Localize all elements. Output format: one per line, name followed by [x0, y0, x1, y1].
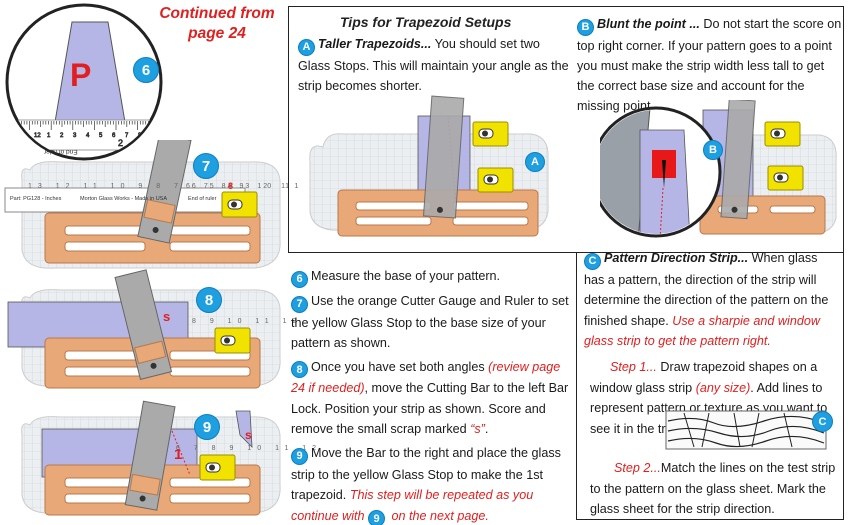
tip-a-text: You should set two Glass Stops. This wil…: [298, 37, 569, 93]
figure-9-badge: 9: [194, 414, 220, 440]
tip-a-figure-badge: A: [525, 152, 545, 172]
step-6-text: Measure the base of your pattern.: [311, 269, 501, 283]
step-6-badge: 6: [291, 270, 308, 288]
step-7-text: Use the orange Cutter Gauge and Ruler to…: [291, 293, 569, 350]
ruler-number: 6: [112, 133, 116, 139]
step-9-red-note: This step will be repeated as you contin…: [291, 488, 534, 523]
ruler-number: 2: [60, 133, 64, 139]
figure-8-badge: 8: [196, 287, 222, 313]
figure-9-setup: [21, 400, 281, 516]
tip-c-step2-text: Match the lines on the test strip to the…: [590, 461, 836, 516]
tip-c-text: When glass has a pattern, the direction …: [584, 251, 829, 328]
continued-note: Continued from page 24: [152, 4, 282, 44]
step-8-text-b: , move the Cutting Bar to the left Bar L…: [291, 381, 569, 437]
step-9-badge: 9: [291, 447, 308, 465]
fig7-scale-right: 6 7 8 9 10 11 12 13 1: [186, 183, 378, 190]
ruler-number: 9: [151, 133, 155, 139]
tip-b-heading: Blunt the point ...: [597, 17, 700, 31]
fig7-scale-left: 13 12 11 10 9 8 7 6 5 4 3 2 1: [28, 183, 292, 190]
ruler-number: 10: [8, 133, 15, 139]
figure-7-badge: 7: [193, 153, 219, 179]
step-8-badge: 8: [291, 361, 308, 379]
ruler-number: 4: [86, 133, 90, 139]
pattern-direction-frame: [576, 252, 844, 520]
tip-a-badge: A: [298, 38, 315, 56]
tip-c-step2: Step 2...Match the lines on the test str…: [590, 458, 840, 520]
shape-letter-p: P: [70, 57, 92, 93]
ruler-number: 7: [125, 133, 129, 139]
figure-6-magnifier: 1011121234567892: [5, 3, 163, 161]
fig7-ruler-text-left: Part: PG128 - Inches: [10, 196, 62, 202]
tip-b-badge: B: [577, 18, 594, 36]
figure-7-setup: [4, 140, 281, 269]
ruler-number: 3: [73, 133, 77, 139]
tip-b-figure: [600, 100, 837, 238]
step-8-review-ref: (review page 24 if needed): [291, 359, 561, 396]
tip-b-text: Do not start the score on top right corn…: [577, 17, 842, 113]
fig8-scrap-mark: s: [163, 309, 171, 324]
step-7-badge: 7: [291, 295, 308, 313]
step-8-text-a: Once you have set both angles: [311, 359, 489, 374]
continued-line2: page 24: [188, 25, 246, 42]
tip-c-badge: C: [584, 252, 601, 270]
continued-line1: Continued from: [159, 5, 275, 22]
fig9-piece-number: 1: [174, 446, 183, 463]
step-9-text-a: Move the Bar to the right and place the …: [291, 445, 561, 502]
figure-8-setup: [7, 269, 281, 389]
tip-c-step1-label: Step 1...: [610, 360, 657, 374]
pattern-strip-badge: C: [812, 411, 833, 432]
figure-6-badge: 6: [133, 57, 159, 83]
ruler-number: 1: [47, 133, 51, 139]
tips-frame: [288, 6, 844, 253]
step-9-inline-badge: 9: [368, 510, 386, 525]
tip-c-red-note: Use a sharpie and window glass strip to …: [584, 313, 820, 349]
ruler-inch-number: 2: [118, 138, 123, 148]
fig7-red-number: 8: [228, 181, 234, 191]
fig9-scale: 6 7 8 9 10 11 12: [176, 445, 323, 452]
ruler-number: 12: [34, 133, 41, 139]
tip-c-step1-red: (any size): [695, 380, 751, 395]
pattern-strip-figure: [665, 410, 827, 450]
tips-title: Tips for Trapezoid Setups: [340, 14, 512, 30]
tip-c-heading: Pattern Direction Strip...: [604, 251, 749, 265]
fig9-scrap-mark: s: [245, 428, 252, 442]
step-8-text-c: .: [484, 422, 489, 437]
ruler-number: 5: [99, 133, 103, 139]
tip-c-step2-label: Step 2...: [614, 461, 661, 475]
step-8-scrap-s: “s”: [470, 422, 485, 437]
tip-a-heading: Taller Trapezoids...: [318, 37, 432, 51]
step-9-red-end: on the next page.: [388, 508, 489, 523]
tip-c-step1-text-a: Draw trapezoid shapes on a window glass …: [590, 360, 818, 395]
tip-b-figure-badge: B: [703, 140, 723, 160]
fig7-ruler-text-mid: Morton Glass Works - Made in USA: [80, 196, 168, 202]
tip-a-figure: [309, 95, 549, 237]
fig7-ruler-text-right: End of ruler: [188, 196, 217, 202]
fig8-scale: 8 9 10 11 12: [192, 318, 303, 325]
